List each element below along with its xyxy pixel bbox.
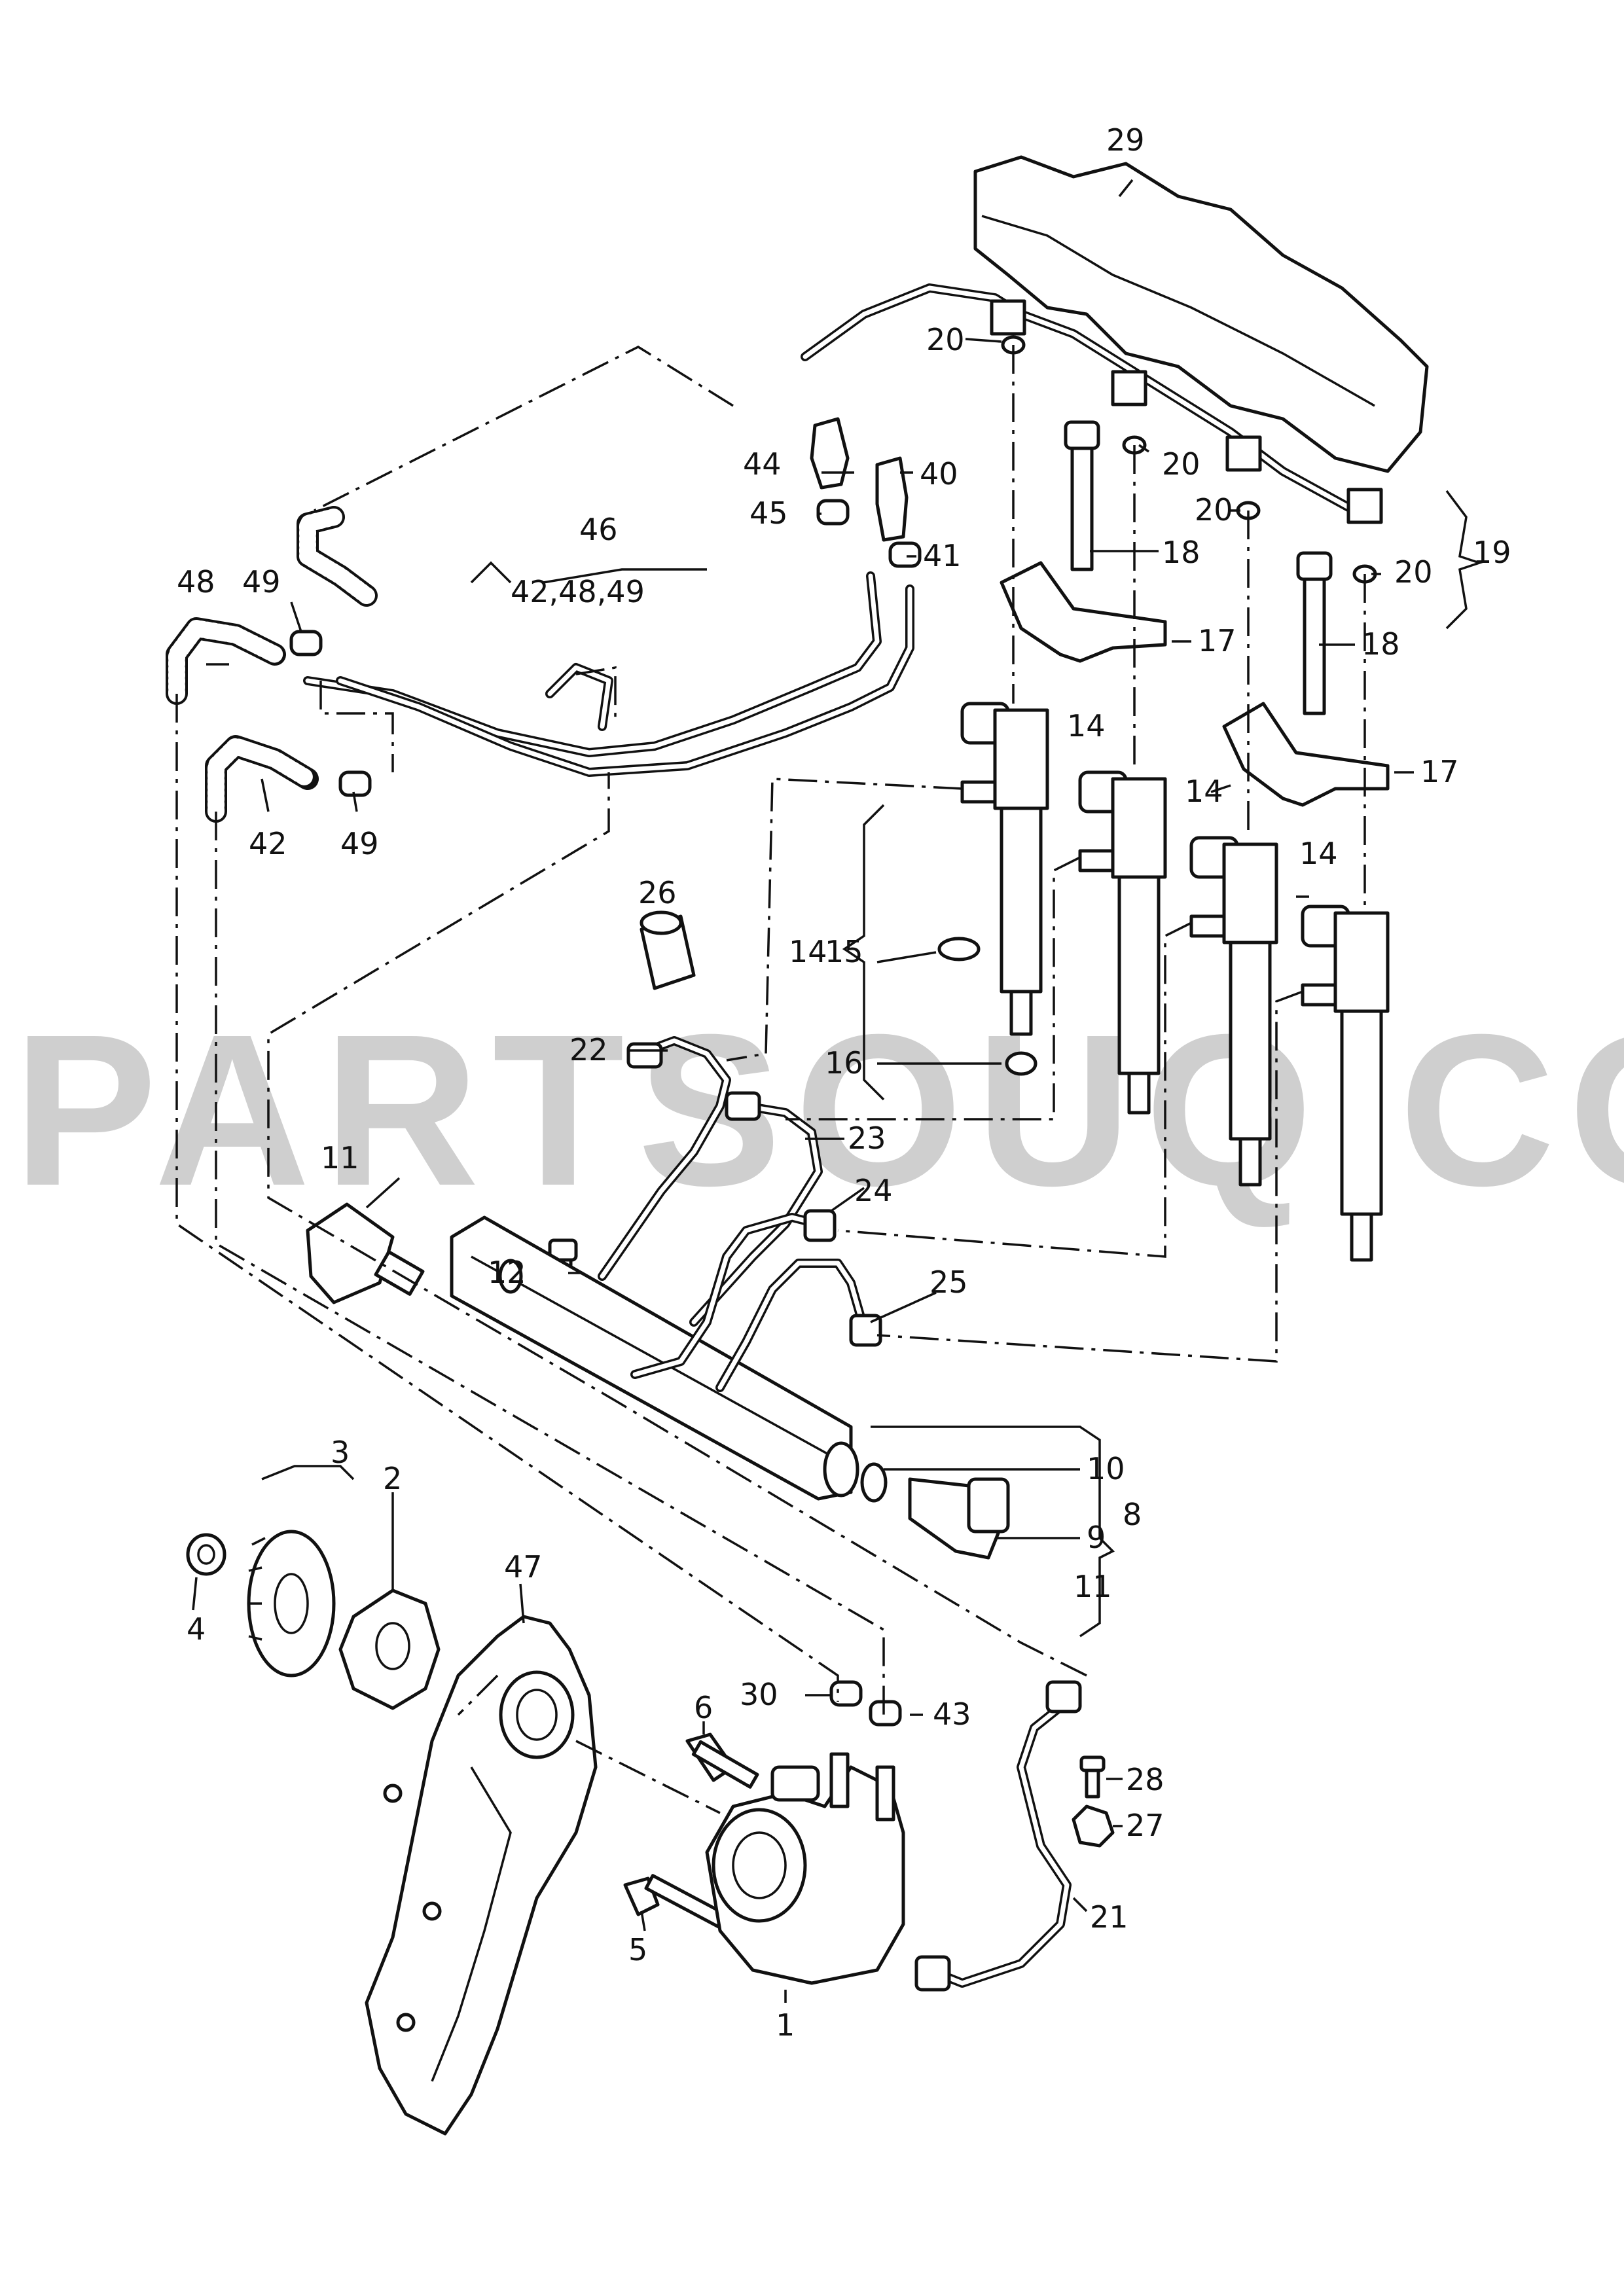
label-17-a: 17 <box>1198 623 1236 658</box>
label-28: 28 <box>1126 1762 1164 1797</box>
routing-lines <box>175 345 1366 1814</box>
label-2: 2 <box>383 1461 402 1496</box>
label-12: 12 <box>488 1255 526 1290</box>
label-40: 40 <box>920 456 958 492</box>
pump-bolts[interactable] <box>623 1732 759 1937</box>
label-42: 42 <box>249 826 287 861</box>
fuel-rail[interactable] <box>450 1215 859 1501</box>
injector-1[interactable] <box>960 702 1049 1036</box>
fuel-injectors[interactable] <box>960 702 1390 1262</box>
injector-4[interactable] <box>1301 905 1390 1262</box>
injector-2[interactable] <box>1078 770 1167 1115</box>
label-41: 41 <box>923 538 962 573</box>
hose-clamps[interactable] <box>289 499 922 797</box>
timing-housing[interactable] <box>365 1615 598 2136</box>
pump-clamps[interactable] <box>829 1680 902 1727</box>
label-48: 48 <box>177 564 215 600</box>
label-18-b: 18 <box>1362 626 1400 662</box>
label-14-c: 14 <box>1299 836 1338 871</box>
pressure-regulating-valve[interactable] <box>908 1477 1010 1560</box>
label-11-b: 11 <box>1074 1569 1112 1604</box>
label-16: 16 <box>825 1045 863 1081</box>
label-8: 8 <box>1123 1497 1142 1532</box>
leader-lines <box>192 179 1483 2003</box>
high-pressure-pump[interactable] <box>705 1752 905 1985</box>
label-19: 19 <box>1473 535 1511 570</box>
label-15: 15 <box>825 934 863 969</box>
injector-3[interactable] <box>1189 836 1278 1187</box>
o-ring[interactable] <box>937 937 981 961</box>
label-27: 27 <box>1126 1808 1164 1843</box>
callout-labels: 29 20 20 20 20 19 18 18 17 17 44 40 45 4… <box>177 122 1511 2043</box>
label-20-c: 20 <box>1195 492 1233 528</box>
label-29: 29 <box>1106 122 1145 158</box>
label-21: 21 <box>1090 1899 1128 1935</box>
pipe-bracket[interactable] <box>1072 1755 1115 1848</box>
pump-fuel-pipe[interactable] <box>914 1680 1082 1992</box>
label-9: 9 <box>1087 1520 1106 1555</box>
fuel-return-line[interactable] <box>801 283 1383 524</box>
label-18-a: 18 <box>1162 535 1200 570</box>
high-pressure-lines[interactable] <box>598 1036 882 1392</box>
hose-pieces[interactable] <box>810 417 909 542</box>
label-14-a: 14 <box>1067 708 1106 744</box>
label-45: 45 <box>749 495 788 531</box>
injector-seal[interactable] <box>1005 1051 1038 1076</box>
label-10: 10 <box>1087 1451 1125 1486</box>
connector-plug[interactable] <box>640 910 696 990</box>
label-44: 44 <box>743 446 782 482</box>
label-22: 22 <box>569 1032 608 1067</box>
drive-gear-assembly[interactable] <box>186 1530 441 1710</box>
label-46: 46 <box>579 512 618 547</box>
engine-cover[interactable] <box>973 155 1429 473</box>
pressure-valve-seal[interactable] <box>860 1462 888 1503</box>
clamp-bolts[interactable] <box>1064 420 1333 715</box>
label-43: 43 <box>933 1696 971 1732</box>
label-17-b: 17 <box>1420 754 1459 789</box>
label-1: 1 <box>776 2007 795 2043</box>
label-24: 24 <box>854 1173 893 1208</box>
label-47: 47 <box>504 1549 543 1585</box>
label-30: 30 <box>740 1677 778 1712</box>
label-14-b: 14 <box>1185 774 1223 809</box>
label-23: 23 <box>848 1121 886 1156</box>
label-3: 3 <box>331 1435 350 1470</box>
label-14-d: 14 <box>789 934 827 969</box>
label-11-a: 11 <box>321 1140 359 1175</box>
label-20-b: 20 <box>1162 446 1200 482</box>
injector-clamps[interactable] <box>1000 561 1390 807</box>
return-line-assembly[interactable] <box>303 571 914 777</box>
label-20-a: 20 <box>926 322 965 357</box>
label-25: 25 <box>929 1265 968 1300</box>
label-20-d: 20 <box>1394 554 1433 590</box>
label-5: 5 <box>628 1932 647 1967</box>
hoses[interactable] <box>166 506 378 823</box>
label-26: 26 <box>638 875 677 910</box>
label-4: 4 <box>187 1611 206 1647</box>
label-49-a: 49 <box>242 564 281 600</box>
label-6: 6 <box>694 1690 713 1725</box>
label-49-b: 49 <box>340 826 379 861</box>
label-46-sub: 42,48,49 <box>511 574 645 609</box>
